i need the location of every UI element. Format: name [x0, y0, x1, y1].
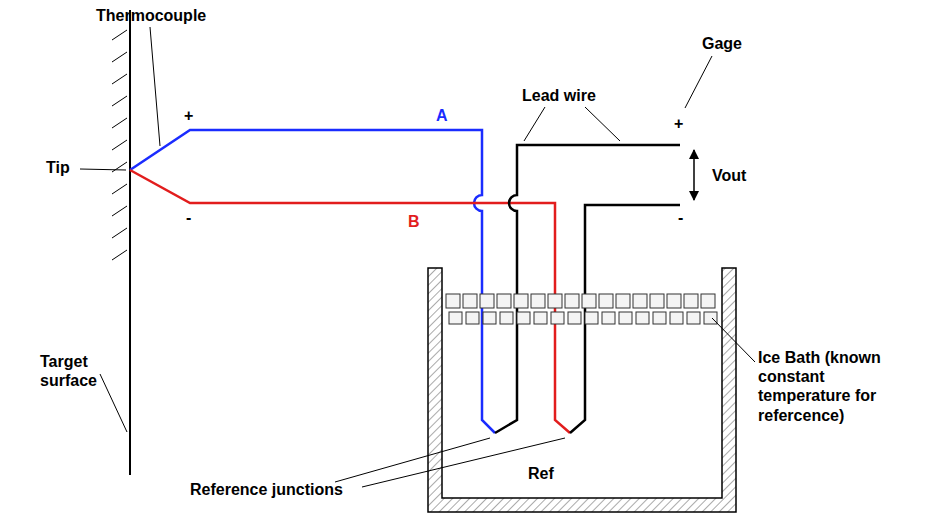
- label-text: Vout: [712, 166, 746, 185]
- label-text: A: [436, 106, 448, 125]
- label-text: Thermocouple: [96, 6, 206, 25]
- ice-bath-container: [428, 268, 736, 512]
- ice-cubes: [446, 294, 717, 324]
- lead-wire: [570, 205, 680, 433]
- label-text: -: [678, 208, 683, 227]
- label-text: Lead wire: [522, 86, 596, 105]
- voltage-arrow: [693, 150, 695, 200]
- lead-wire: [495, 145, 680, 433]
- label-text: Reference junctions: [190, 480, 343, 499]
- surface-hatching: [112, 30, 127, 260]
- leader-lines: [80, 27, 755, 487]
- label-text: Target surface: [40, 352, 112, 390]
- label-text: +: [674, 114, 683, 133]
- label-text: Ref: [528, 464, 554, 483]
- label-text: Gage: [702, 34, 742, 53]
- label-text: +: [184, 106, 193, 125]
- label-text: -: [186, 208, 191, 227]
- label-text: Ice Bath (known constant temperature for…: [758, 348, 898, 425]
- label-text: B: [408, 212, 420, 231]
- wire-b: [130, 170, 570, 433]
- label-text: Tip: [46, 158, 70, 177]
- target-surface: [129, 10, 131, 475]
